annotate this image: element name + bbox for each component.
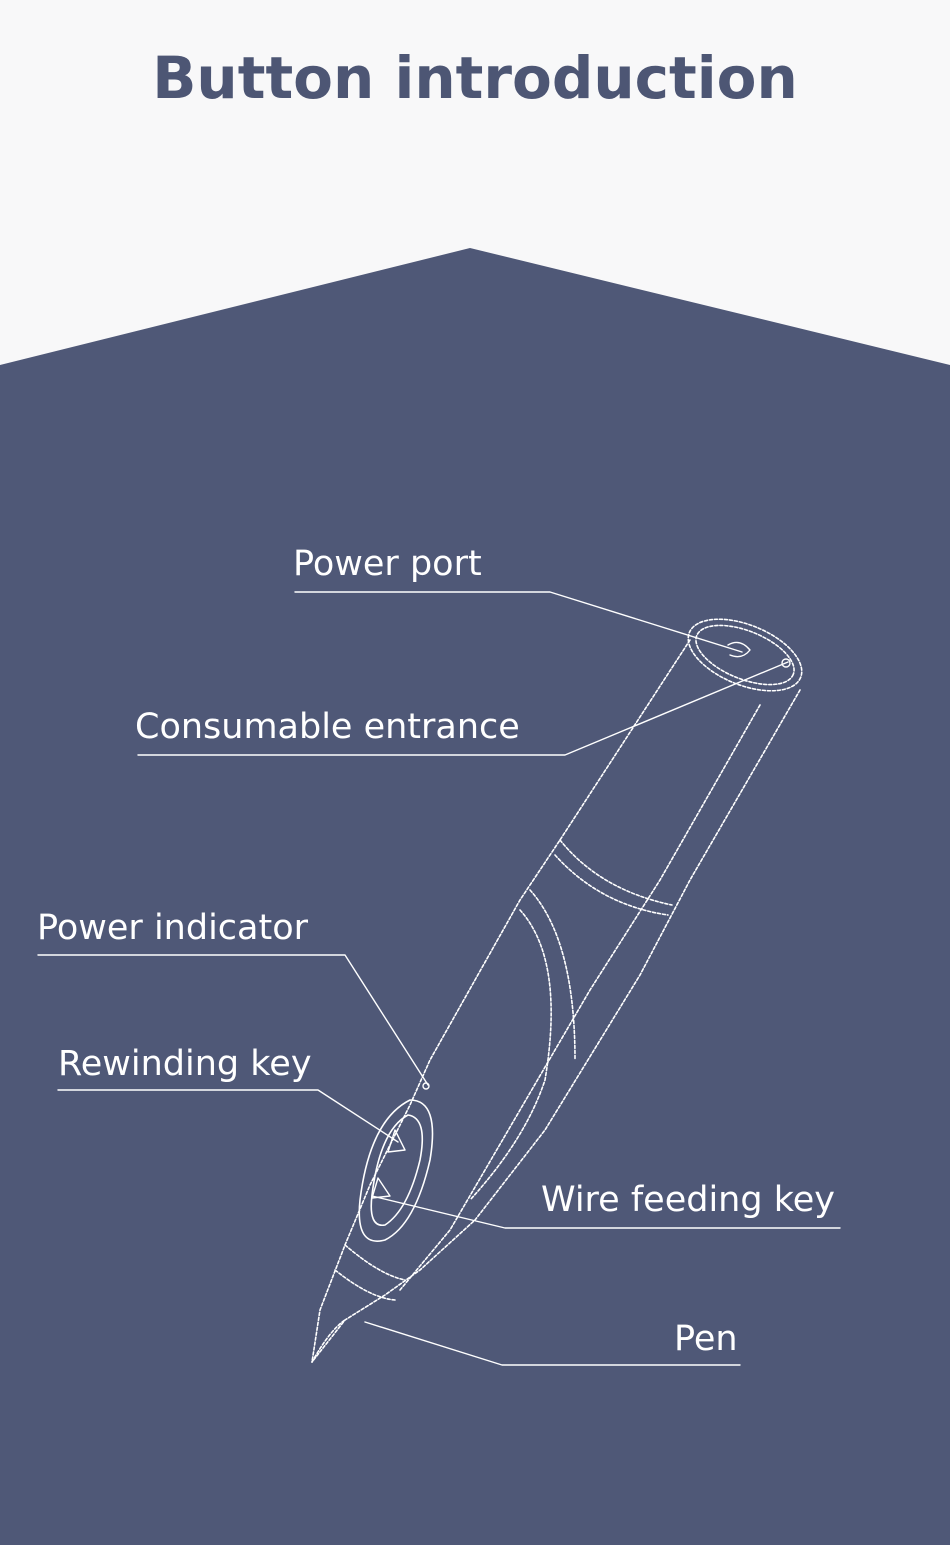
pen-grip-band [559, 839, 673, 906]
leader-consumable-entrance [137, 661, 789, 756]
label-consumable-entrance: Consumable entrance [135, 707, 520, 747]
pen-inner-contour [399, 704, 761, 1291]
pen-top-cap-inner [695, 624, 795, 686]
power-port-icon [727, 641, 751, 658]
leader-lines [37, 591, 841, 1366]
leader-wire-feeding-key [371, 1195, 841, 1229]
button-housing [358, 1099, 434, 1242]
top-cap-details [727, 641, 791, 668]
page-title: Button introduction [152, 44, 798, 112]
label-pen: Pen [674, 1319, 738, 1359]
label-power-indicator: Power indicator [37, 908, 309, 948]
pen-left-outline [311, 639, 691, 1363]
rewind-arrow-icon [387, 1129, 406, 1153]
pen-nozzle-tip [311, 1319, 346, 1363]
pen-top-cap [687, 618, 803, 692]
pen-body [311, 618, 803, 1363]
button-housing-inner [370, 1114, 424, 1226]
button-cluster [358, 1082, 434, 1242]
leader-rewinding-key [57, 1089, 399, 1143]
leader-pen [364, 1321, 741, 1366]
leader-power-port [294, 591, 743, 653]
pen-side-curve-2 [469, 909, 552, 1201]
pen-nozzle-ring [334, 1269, 396, 1301]
power-indicator-light [422, 1082, 430, 1090]
panel-shape [0, 248, 950, 1545]
pen-right-outline [311, 689, 801, 1363]
label-power-port: Power port [293, 544, 482, 584]
label-wire-feeding-key: Wire feeding key [541, 1180, 835, 1220]
consumable-entrance-hole [781, 658, 791, 668]
leader-power-indicator [37, 954, 429, 1086]
label-rewinding-key: Rewinding key [58, 1044, 312, 1084]
pen-side-curve [529, 889, 576, 1061]
feed-arrow-icon [371, 1177, 391, 1199]
pen-nozzle [344, 1244, 406, 1281]
pen-grip-band-inner [554, 854, 669, 916]
